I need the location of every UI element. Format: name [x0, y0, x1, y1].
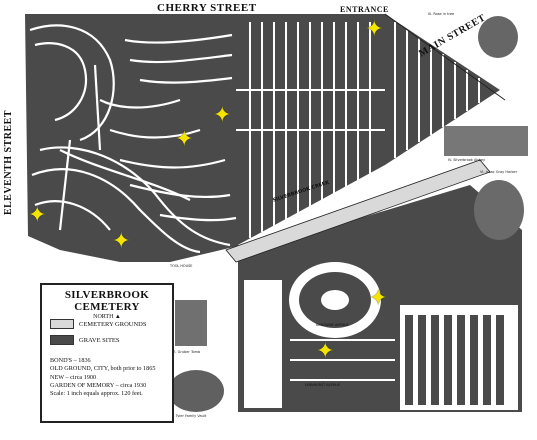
rose-tree-photo [478, 16, 518, 58]
legend-line: BOND'S – 1836 [50, 357, 91, 364]
photo-4-caption: VI. Gruber Tomb [172, 350, 201, 354]
star-marker-icon: ✦ [175, 126, 194, 151]
kingsway-label: KINGSWAY AVENUE [316, 323, 349, 327]
legend-line: NEW – circa 1900 [50, 373, 97, 381]
star-marker-icon: ✦ [28, 202, 47, 227]
photo-2-caption: IV. Silverbrook Abbey [448, 158, 486, 162]
map-legend: SILVERBROOK CEMETERY NORTH ▲ CEMETERY GR… [40, 283, 174, 423]
north-indicator: NORTH ▲ [93, 314, 121, 320]
legend-row-grounds: CEMETERY GROUNDS [50, 319, 146, 329]
star-marker-icon: ✦ [316, 338, 335, 363]
grounds-label: CEMETERY GROUNDS [79, 320, 147, 328]
legend-row-graves: GRAVE SITES [50, 335, 120, 345]
star-marker-icon: ✦ [213, 102, 232, 127]
legend-line: OLD GROUND, CITY, both prior to 1865 [50, 365, 156, 373]
tyler-vault-photo [168, 370, 224, 412]
legend-info: BOND'S – 1836 OLD GROUND, CITY, both pri… [50, 357, 155, 398]
grounds-swatch [50, 319, 74, 329]
star-marker-icon: ✦ [112, 228, 131, 253]
graves-swatch [50, 335, 74, 345]
legend-line: Scale: 1 inch equals approx. 120 feet. [50, 390, 143, 398]
photo-1-caption: III. Rose in tree [428, 12, 455, 16]
graves-label: GRAVE SITES [79, 336, 120, 344]
photo-5-caption: VI. Tyler Family Vault [170, 414, 207, 418]
harker-photo [474, 180, 524, 240]
abbey-photo [444, 126, 528, 156]
entrance-label: ENTRANCE [340, 5, 389, 14]
eleventh-street-label: ELEVENTH STREET [3, 110, 14, 216]
legend-title: SILVERBROOK CEMETERY [64, 289, 150, 313]
tool-house-label: TOOL HOUSE [170, 264, 193, 268]
photo-3-caption: VI. Isaac Gray Harker [480, 170, 518, 174]
lynnhurst-label: LYNNHURST AVENUE [305, 383, 340, 387]
legend-line: GARDEN OF MEMORY – circa 1930 [50, 381, 147, 389]
gruber-tomb-photo [175, 300, 207, 346]
star-marker-icon: ✦ [365, 16, 384, 41]
star-marker-icon: ✦ [369, 285, 388, 310]
cherry-street-label: CHERRY STREET [157, 2, 257, 14]
